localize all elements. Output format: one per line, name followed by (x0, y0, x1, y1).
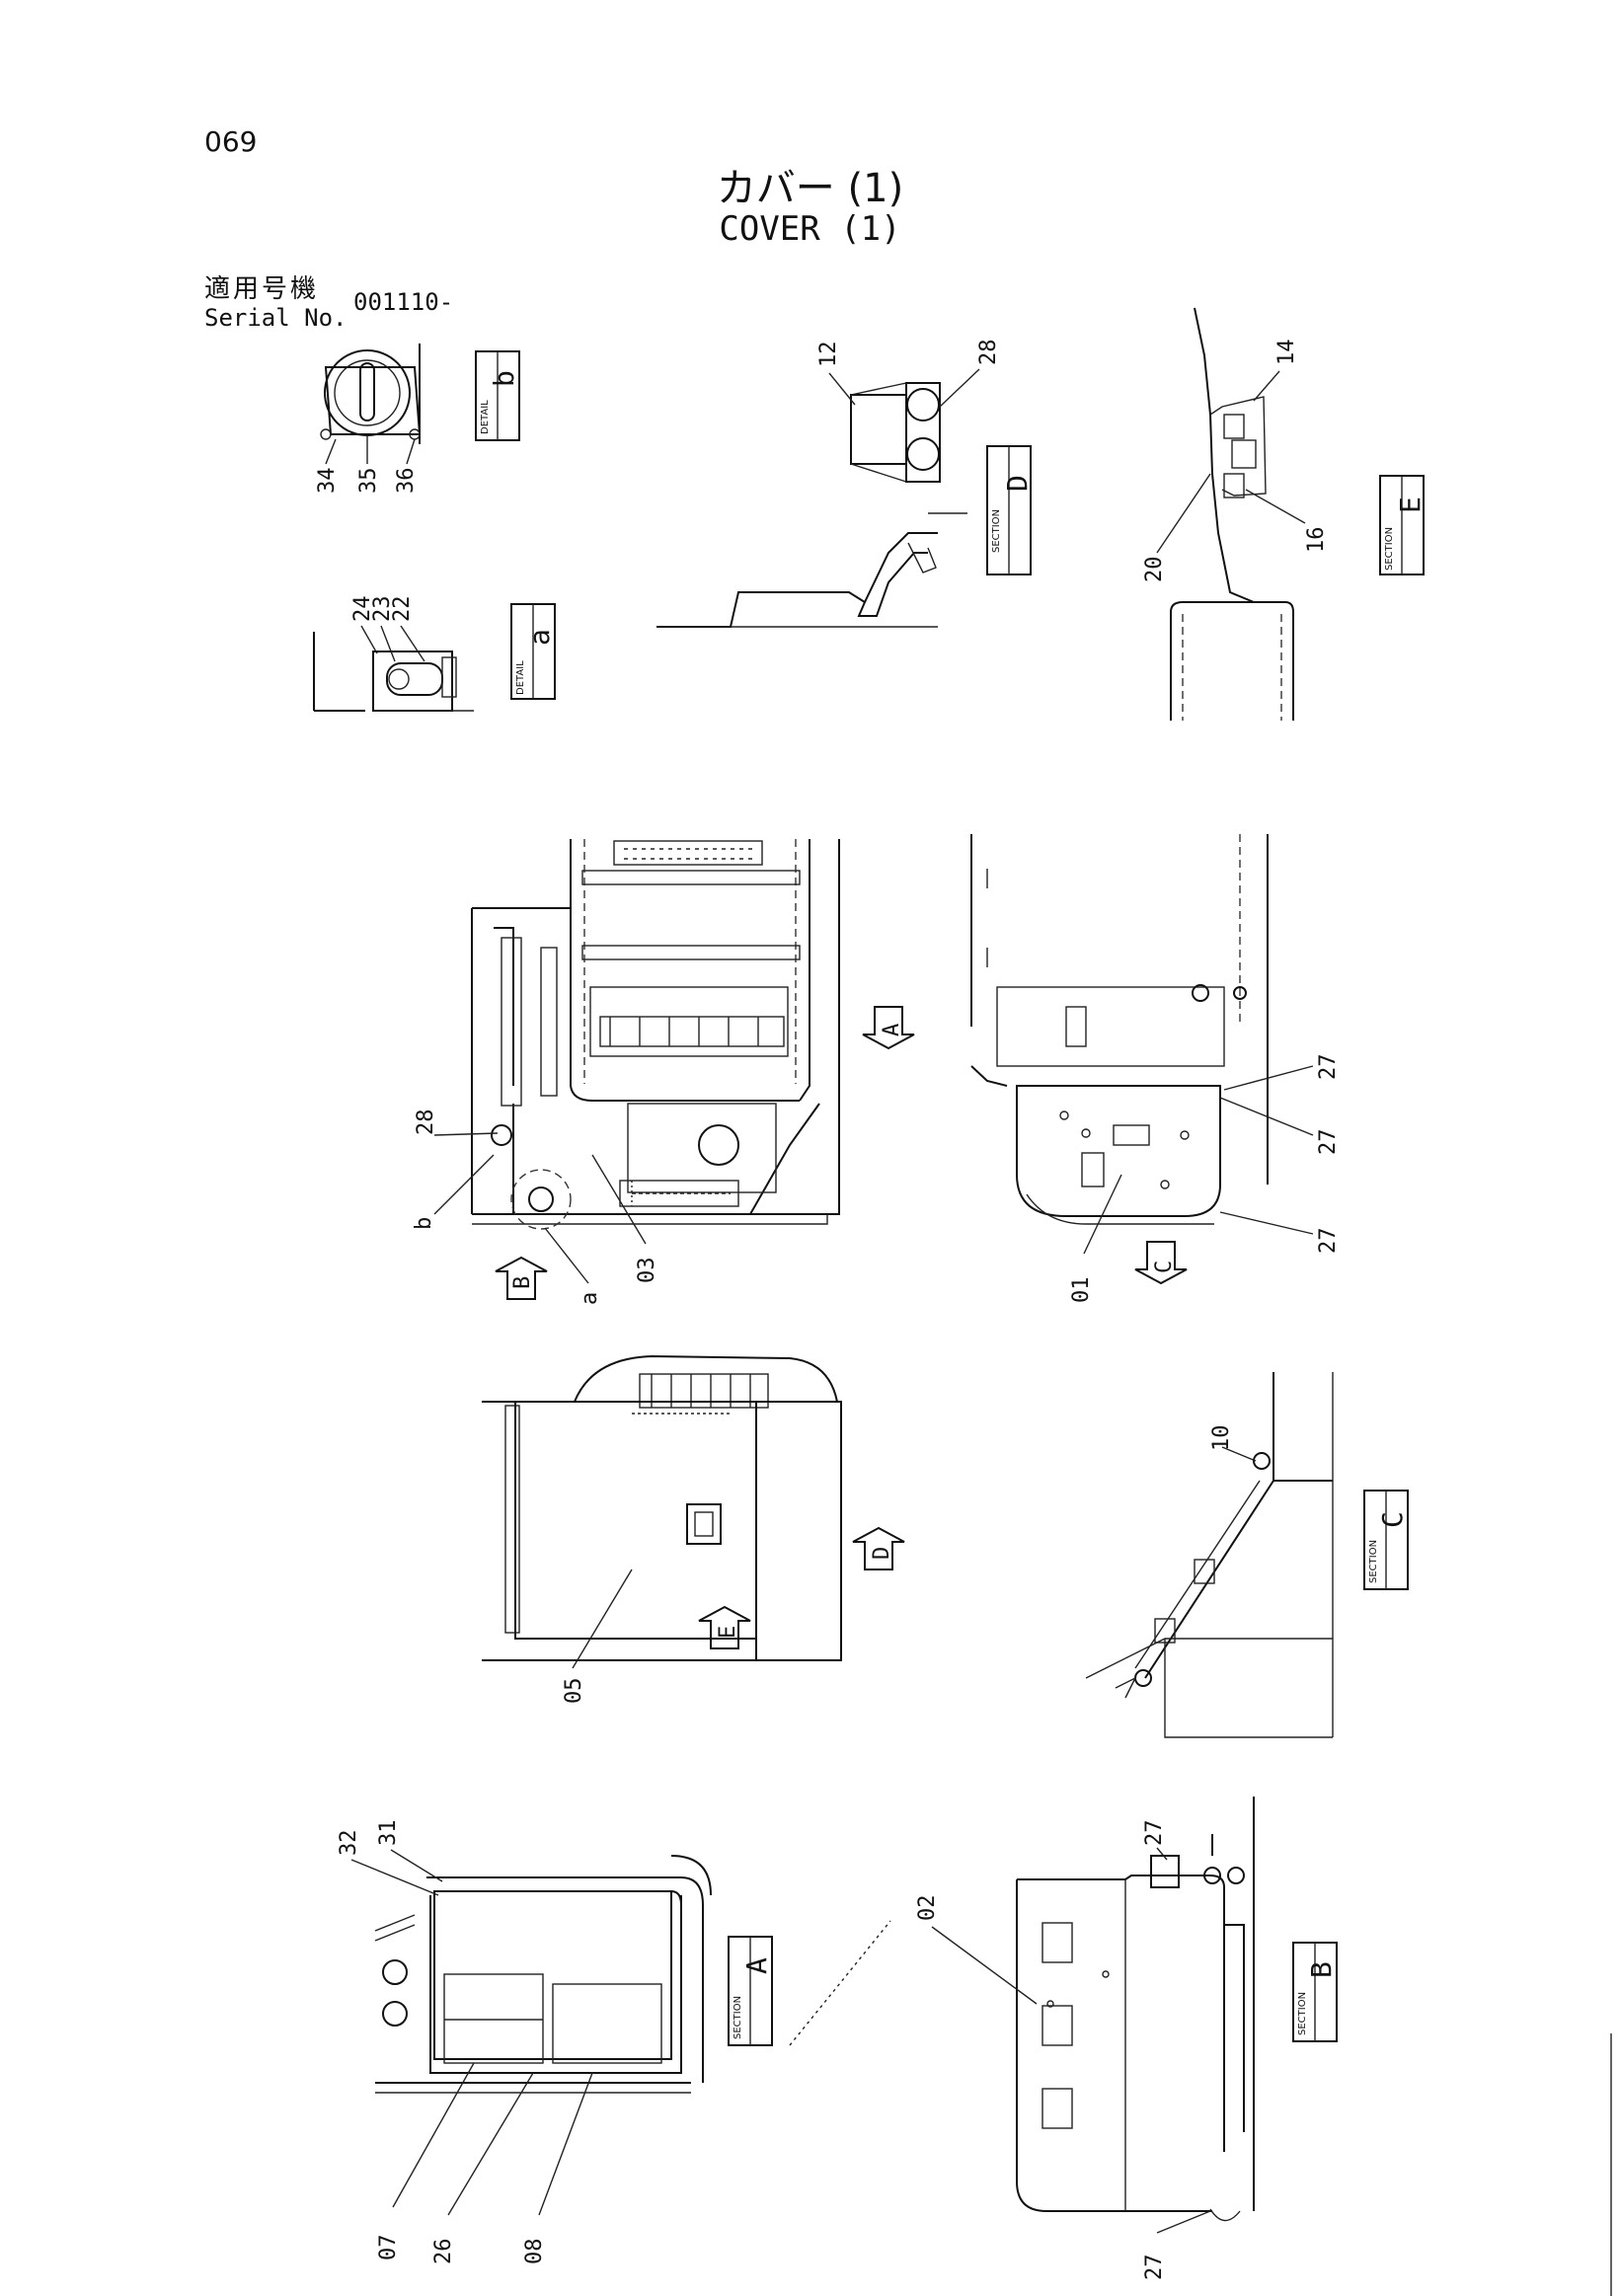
part-label-16: 16 (1304, 527, 1329, 554)
view-arrow-e: E (698, 1605, 751, 1649)
vent-grille-top (613, 840, 763, 866)
svg-text:E: E (716, 1626, 740, 1639)
svg-text:C: C (1152, 1261, 1177, 1273)
title-japanese: カバー (1) (716, 166, 904, 211)
svg-text:D: D (870, 1547, 894, 1560)
svg-text:A: A (880, 1024, 904, 1036)
title-english: COVER (1) (719, 209, 901, 249)
part-label-22: 22 (390, 596, 415, 623)
section-b-view: 27 02 27 B SECTION (915, 1797, 1338, 2280)
part-label-36: 36 (394, 468, 419, 495)
part-label-10: 10 (1209, 1425, 1234, 1452)
section-a-view: 32 31 07 26 08 A SECTION (337, 1820, 773, 2265)
section-d-view: 12 28 D SECTION (656, 340, 1034, 628)
part-label-31: 31 (376, 1820, 401, 1847)
part-label-03: 03 (635, 1258, 659, 1284)
part-label-12: 12 (816, 342, 841, 368)
side-view-01: 01 27 27 27 C (970, 834, 1341, 1304)
section-a-letter: A (740, 1957, 773, 1974)
part-label-35: 35 (356, 468, 381, 495)
part-label-34: 34 (315, 468, 340, 495)
section-c-word: SECTION (1368, 1540, 1379, 1583)
ref-label-a: a (578, 1292, 602, 1305)
part-label-20: 20 (1142, 557, 1167, 583)
detail-a-letter: a (523, 629, 556, 646)
part-label-28: 28 (976, 340, 1001, 366)
section-b-letter: B (1305, 1961, 1338, 1978)
part-label-27-b: 27 (1316, 1129, 1341, 1156)
section-d-word: SECTION (991, 509, 1002, 553)
section-e-view: 14 16 20 E SECTION (1142, 307, 1427, 721)
part-label-07: 07 (376, 2235, 401, 2261)
section-a-word: SECTION (733, 1996, 743, 2039)
part-label-05: 05 (562, 1678, 586, 1705)
detail-a-view: 24 23 22 a DETAIL (313, 596, 556, 712)
part-02-dotted-leader (789, 1920, 891, 2046)
part-label-27-a: 27 (1316, 1054, 1341, 1081)
section-b-word: SECTION (1297, 1992, 1308, 2035)
detail-a-word: DETAIL (515, 660, 526, 695)
view-arrow-d: D (852, 1526, 905, 1570)
page-number: 069 (204, 125, 258, 158)
serial-label-english: Serial No. (204, 304, 347, 332)
part-label-02: 02 (915, 1895, 940, 1922)
section-c-view: 10 C SECTION (1085, 1372, 1409, 1738)
view-arrow-b: B (495, 1256, 548, 1300)
section-e-letter: E (1394, 497, 1427, 513)
part-label-27-e: 27 (1142, 2255, 1167, 2281)
part-label-08: 08 (522, 2239, 547, 2265)
view-arrow-a: A (862, 1006, 915, 1050)
svg-text:B: B (510, 1276, 535, 1289)
front-view-05: 05 D E (482, 1354, 905, 1705)
part-label-01: 01 (1069, 1277, 1094, 1304)
serial-number-value: 001110- (353, 288, 454, 316)
part-label-32: 32 (337, 1830, 361, 1857)
part-label-27-c: 27 (1316, 1228, 1341, 1255)
section-e-word: SECTION (1384, 527, 1395, 571)
serial-label-japanese: 適用号機 (204, 274, 320, 304)
main-top-view: 28 b a 03 B A (412, 839, 915, 1305)
section-c-letter: C (1376, 1511, 1409, 1528)
ref-label-b: b (412, 1217, 436, 1230)
part-label-14: 14 (1274, 340, 1299, 366)
part-label-24: 24 (350, 596, 375, 623)
detail-b-word: DETAIL (480, 400, 491, 434)
section-d-letter: D (1001, 475, 1034, 492)
part-label-26: 26 (431, 2239, 456, 2265)
part-label-27-d: 27 (1142, 1820, 1167, 1847)
part-label-28-main: 28 (414, 1110, 438, 1136)
detail-b-letter: b (488, 370, 520, 387)
view-arrow-c: C (1134, 1241, 1188, 1285)
part-label-23: 23 (370, 596, 395, 623)
detail-b-view: 34 35 36 b DETAIL (315, 344, 520, 494)
